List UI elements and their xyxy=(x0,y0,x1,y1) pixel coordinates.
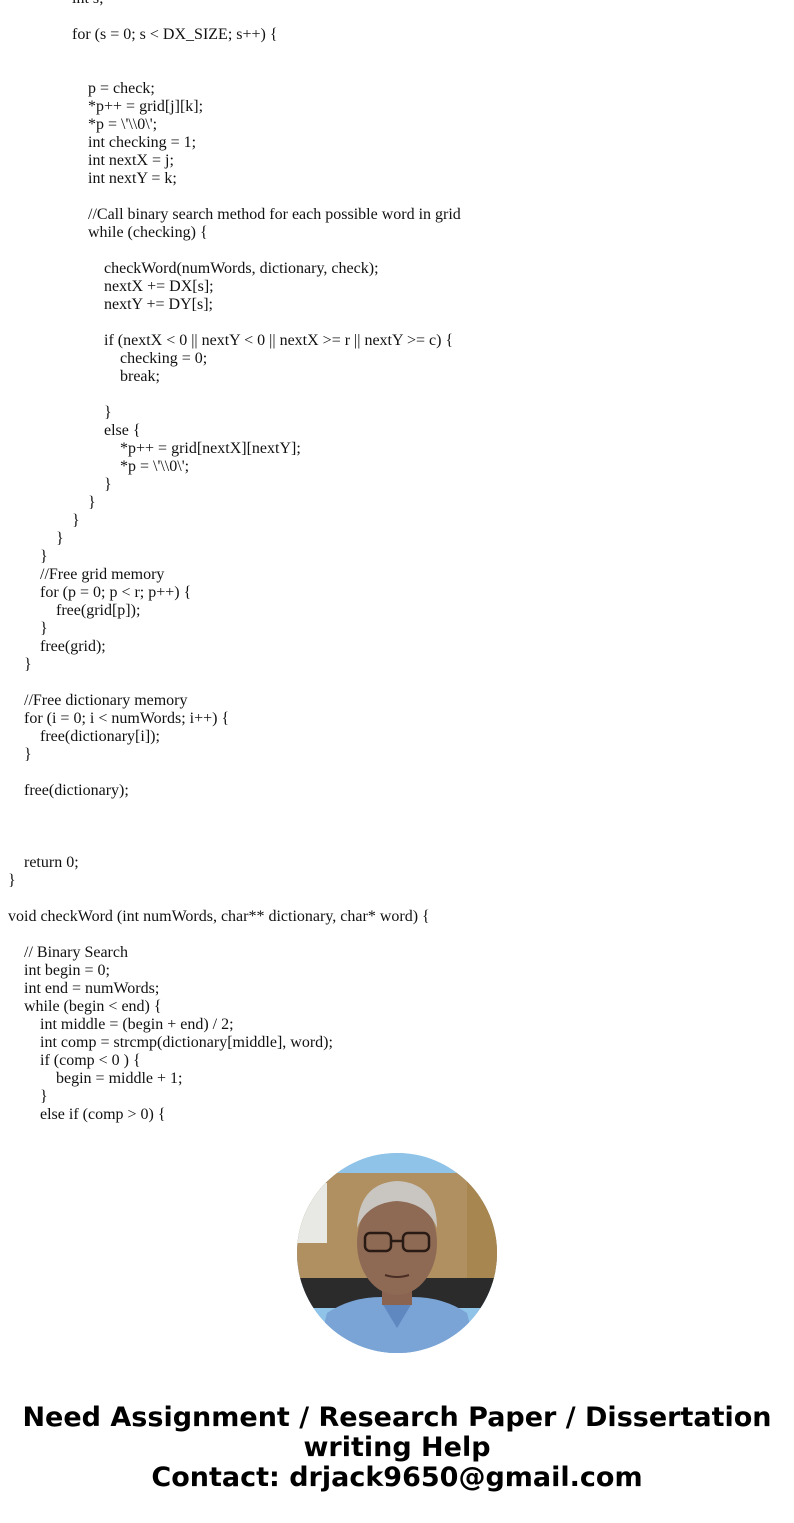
code-line xyxy=(8,314,461,332)
code-line: } xyxy=(104,404,112,421)
code-line xyxy=(8,818,461,836)
promo-banner: Need Assignment / Research Paper / Disse… xyxy=(0,1403,794,1493)
code-line: int s; xyxy=(8,0,461,8)
code-line: } xyxy=(24,656,32,673)
code-line: checkWord(numWords, dictionary, check); xyxy=(104,260,379,277)
promo-line-2: writing Help xyxy=(303,1432,491,1463)
code-line: p = check; xyxy=(88,80,155,97)
code-line xyxy=(8,836,461,854)
code-line xyxy=(8,188,461,206)
code-line: } xyxy=(104,476,112,493)
code-line: int end = numWords; xyxy=(24,980,160,997)
code-line: } xyxy=(24,746,32,763)
promo-contact: Contact: drjack9650@gmail.com xyxy=(151,1462,643,1493)
code-line: for (i = 0; i < numWords; i++) { xyxy=(24,710,230,727)
code-line: } xyxy=(72,512,80,529)
code-line: checking = 0; xyxy=(120,350,208,367)
code-line: int nextX = j; xyxy=(88,152,174,169)
code-line: int comp = strcmp(dictionary[middle], wo… xyxy=(40,1034,333,1051)
code-line: //Free dictionary memory xyxy=(24,692,188,709)
promo-line-1: Need Assignment / Research Paper / Disse… xyxy=(22,1402,772,1433)
code-line: while (checking) { xyxy=(88,224,208,241)
code-line: free(dictionary[i]); xyxy=(40,728,160,745)
code-line: else { xyxy=(104,422,141,439)
code-line: void checkWord (int numWords, char** dic… xyxy=(8,908,430,925)
code-line: free(dictionary); xyxy=(24,782,129,799)
code-line: nextX += DX[s]; xyxy=(104,278,214,295)
code-line xyxy=(8,926,461,944)
code-line: //Free grid memory xyxy=(40,566,165,583)
code-line: nextY += DY[s]; xyxy=(104,296,213,313)
code-line: break; xyxy=(120,368,160,385)
code-line: *p = \'\\0\'; xyxy=(120,458,190,475)
code-line: } xyxy=(88,494,96,511)
code-line xyxy=(8,62,461,80)
code-line: int nextY = k; xyxy=(88,170,177,187)
code-line: } xyxy=(40,1088,48,1105)
code-line: int begin = 0; xyxy=(24,962,110,979)
code-line xyxy=(8,242,461,260)
author-avatar xyxy=(297,1153,497,1353)
code-line: } xyxy=(8,872,16,889)
code-line: // Binary Search xyxy=(24,944,128,961)
code-line: if (comp < 0 ) { xyxy=(40,1052,141,1069)
code-line: while (begin < end) { xyxy=(24,998,162,1015)
code-line: } xyxy=(40,548,48,565)
code-line: free(grid); xyxy=(40,638,106,655)
code-line xyxy=(8,8,461,26)
code-line: free(grid[p]); xyxy=(56,602,141,619)
code-line xyxy=(8,890,461,908)
code-line xyxy=(8,44,461,62)
code-line: begin = middle + 1; xyxy=(56,1070,183,1087)
code-line: } xyxy=(40,620,48,637)
code-line: *p++ = grid[j][k]; xyxy=(88,98,204,115)
code-line xyxy=(8,386,461,404)
code-line: //Call binary search method for each pos… xyxy=(88,206,461,223)
code-line: } xyxy=(56,530,64,547)
code-line xyxy=(8,800,461,818)
code-line: *p++ = grid[nextX][nextY]; xyxy=(120,440,301,457)
code-line xyxy=(8,674,461,692)
code-line: for (p = 0; p < r; p++) { xyxy=(40,584,192,601)
code-listing: int s; for (s = 0; s < DX_SIZE; s++) { p =… xyxy=(8,0,461,1124)
code-line: int checking = 1; xyxy=(88,134,197,151)
code-line: return 0; xyxy=(24,854,79,871)
code-line: for (s = 0; s < DX_SIZE; s++) { xyxy=(72,26,278,43)
code-line xyxy=(8,764,461,782)
code-line: *p = \'\\0\'; xyxy=(88,116,158,133)
code-line: int middle = (begin + end) / 2; xyxy=(40,1016,234,1033)
code-line: else if (comp > 0) { xyxy=(40,1106,166,1123)
code-line: if (nextX < 0 || nextY < 0 || nextX >= r… xyxy=(104,332,454,349)
person-photo-icon xyxy=(297,1153,497,1353)
